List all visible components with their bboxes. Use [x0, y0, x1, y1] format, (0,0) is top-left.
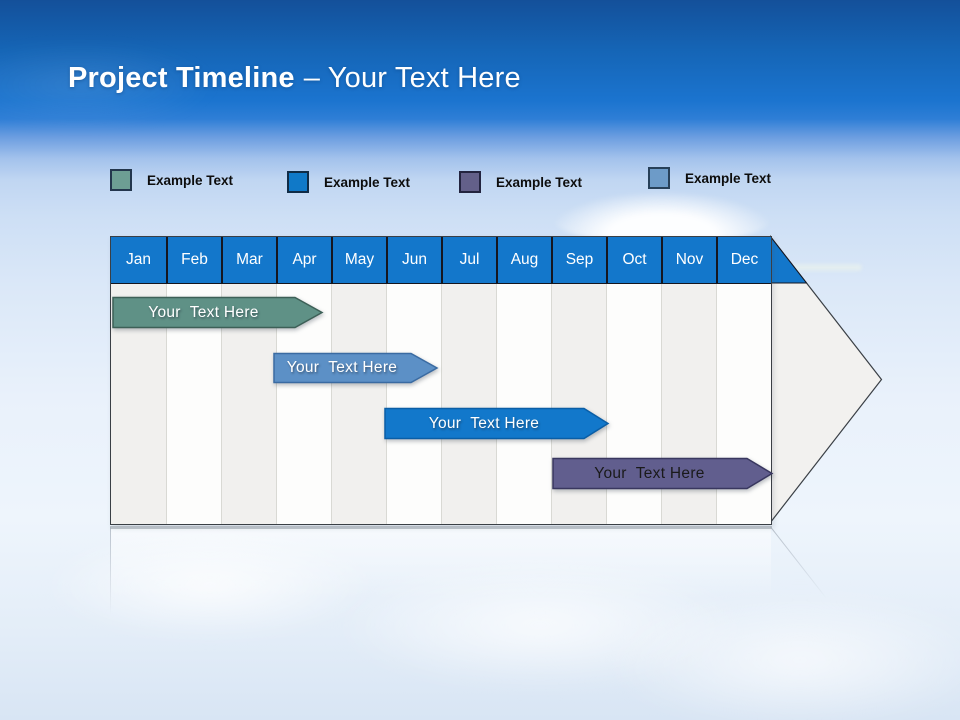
month-cell-mar: Mar [221, 237, 276, 283]
grid-columns [111, 284, 771, 524]
month-cell-oct: Oct [606, 237, 661, 283]
bar-label: Your Text Here [148, 303, 259, 321]
month-cell-nov: Nov [661, 237, 716, 283]
arrowhead-shape [770, 235, 883, 524]
legend-item[interactable]: Example Text [648, 167, 771, 189]
grid-column-aug [496, 284, 551, 524]
month-cell-dec: Dec [716, 237, 771, 283]
legend-item[interactable]: Example Text [110, 169, 233, 191]
month-cell-jan: Jan [126, 251, 151, 268]
grid-column-jun [386, 284, 441, 524]
timeline-bar-4[interactable]: Your Text Here [552, 457, 775, 490]
bar-arrow-shape [273, 352, 439, 384]
legend-swatch [287, 171, 309, 193]
month-cell-sep: Sep [551, 237, 606, 283]
legend-swatch [110, 169, 132, 191]
legend-swatch [648, 167, 670, 189]
legend-swatch [459, 171, 481, 193]
legend-item[interactable]: Example Text [459, 171, 582, 193]
month-cell-jun: Jun [386, 237, 441, 283]
month-cell-aug: Aug [496, 237, 551, 283]
legend-label: Example Text [685, 170, 772, 186]
bar-arrow-shape [552, 457, 774, 490]
arrowhead-header-tip [770, 235, 808, 284]
timeline-arrowhead [770, 235, 883, 524]
legend-label: Example Text [324, 174, 411, 190]
grid-column-may [331, 284, 386, 524]
timeline-bar-1[interactable]: Your Text Here [112, 296, 325, 329]
timeline-bar-2[interactable]: Your Text Here [273, 352, 440, 384]
bar-label: Your Text Here [428, 414, 540, 432]
month-cell-may: May [331, 237, 386, 283]
month-cell-jul: Jul [441, 237, 496, 283]
grid-column-jul [441, 284, 496, 524]
month-cell-feb: Feb [166, 237, 221, 283]
page-title[interactable]: Project Timeline– Your Text Here [68, 62, 521, 95]
bar-label: Your Text Here [594, 464, 705, 482]
bar-label: Your Text Here [286, 359, 398, 376]
title-subtitle: – Your Text Here [303, 62, 521, 94]
timeline-bar-3[interactable]: Your Text Here [384, 407, 611, 440]
bar-arrow-shape [112, 296, 324, 329]
legend-label: Example Text [147, 172, 234, 188]
month-cell-apr: Apr [276, 237, 331, 283]
title-main: Project Timeline [68, 62, 295, 94]
bar-arrow-shape [384, 407, 610, 440]
legend-item[interactable]: Example Text [287, 171, 410, 193]
legend-label: Example Text [496, 174, 583, 190]
